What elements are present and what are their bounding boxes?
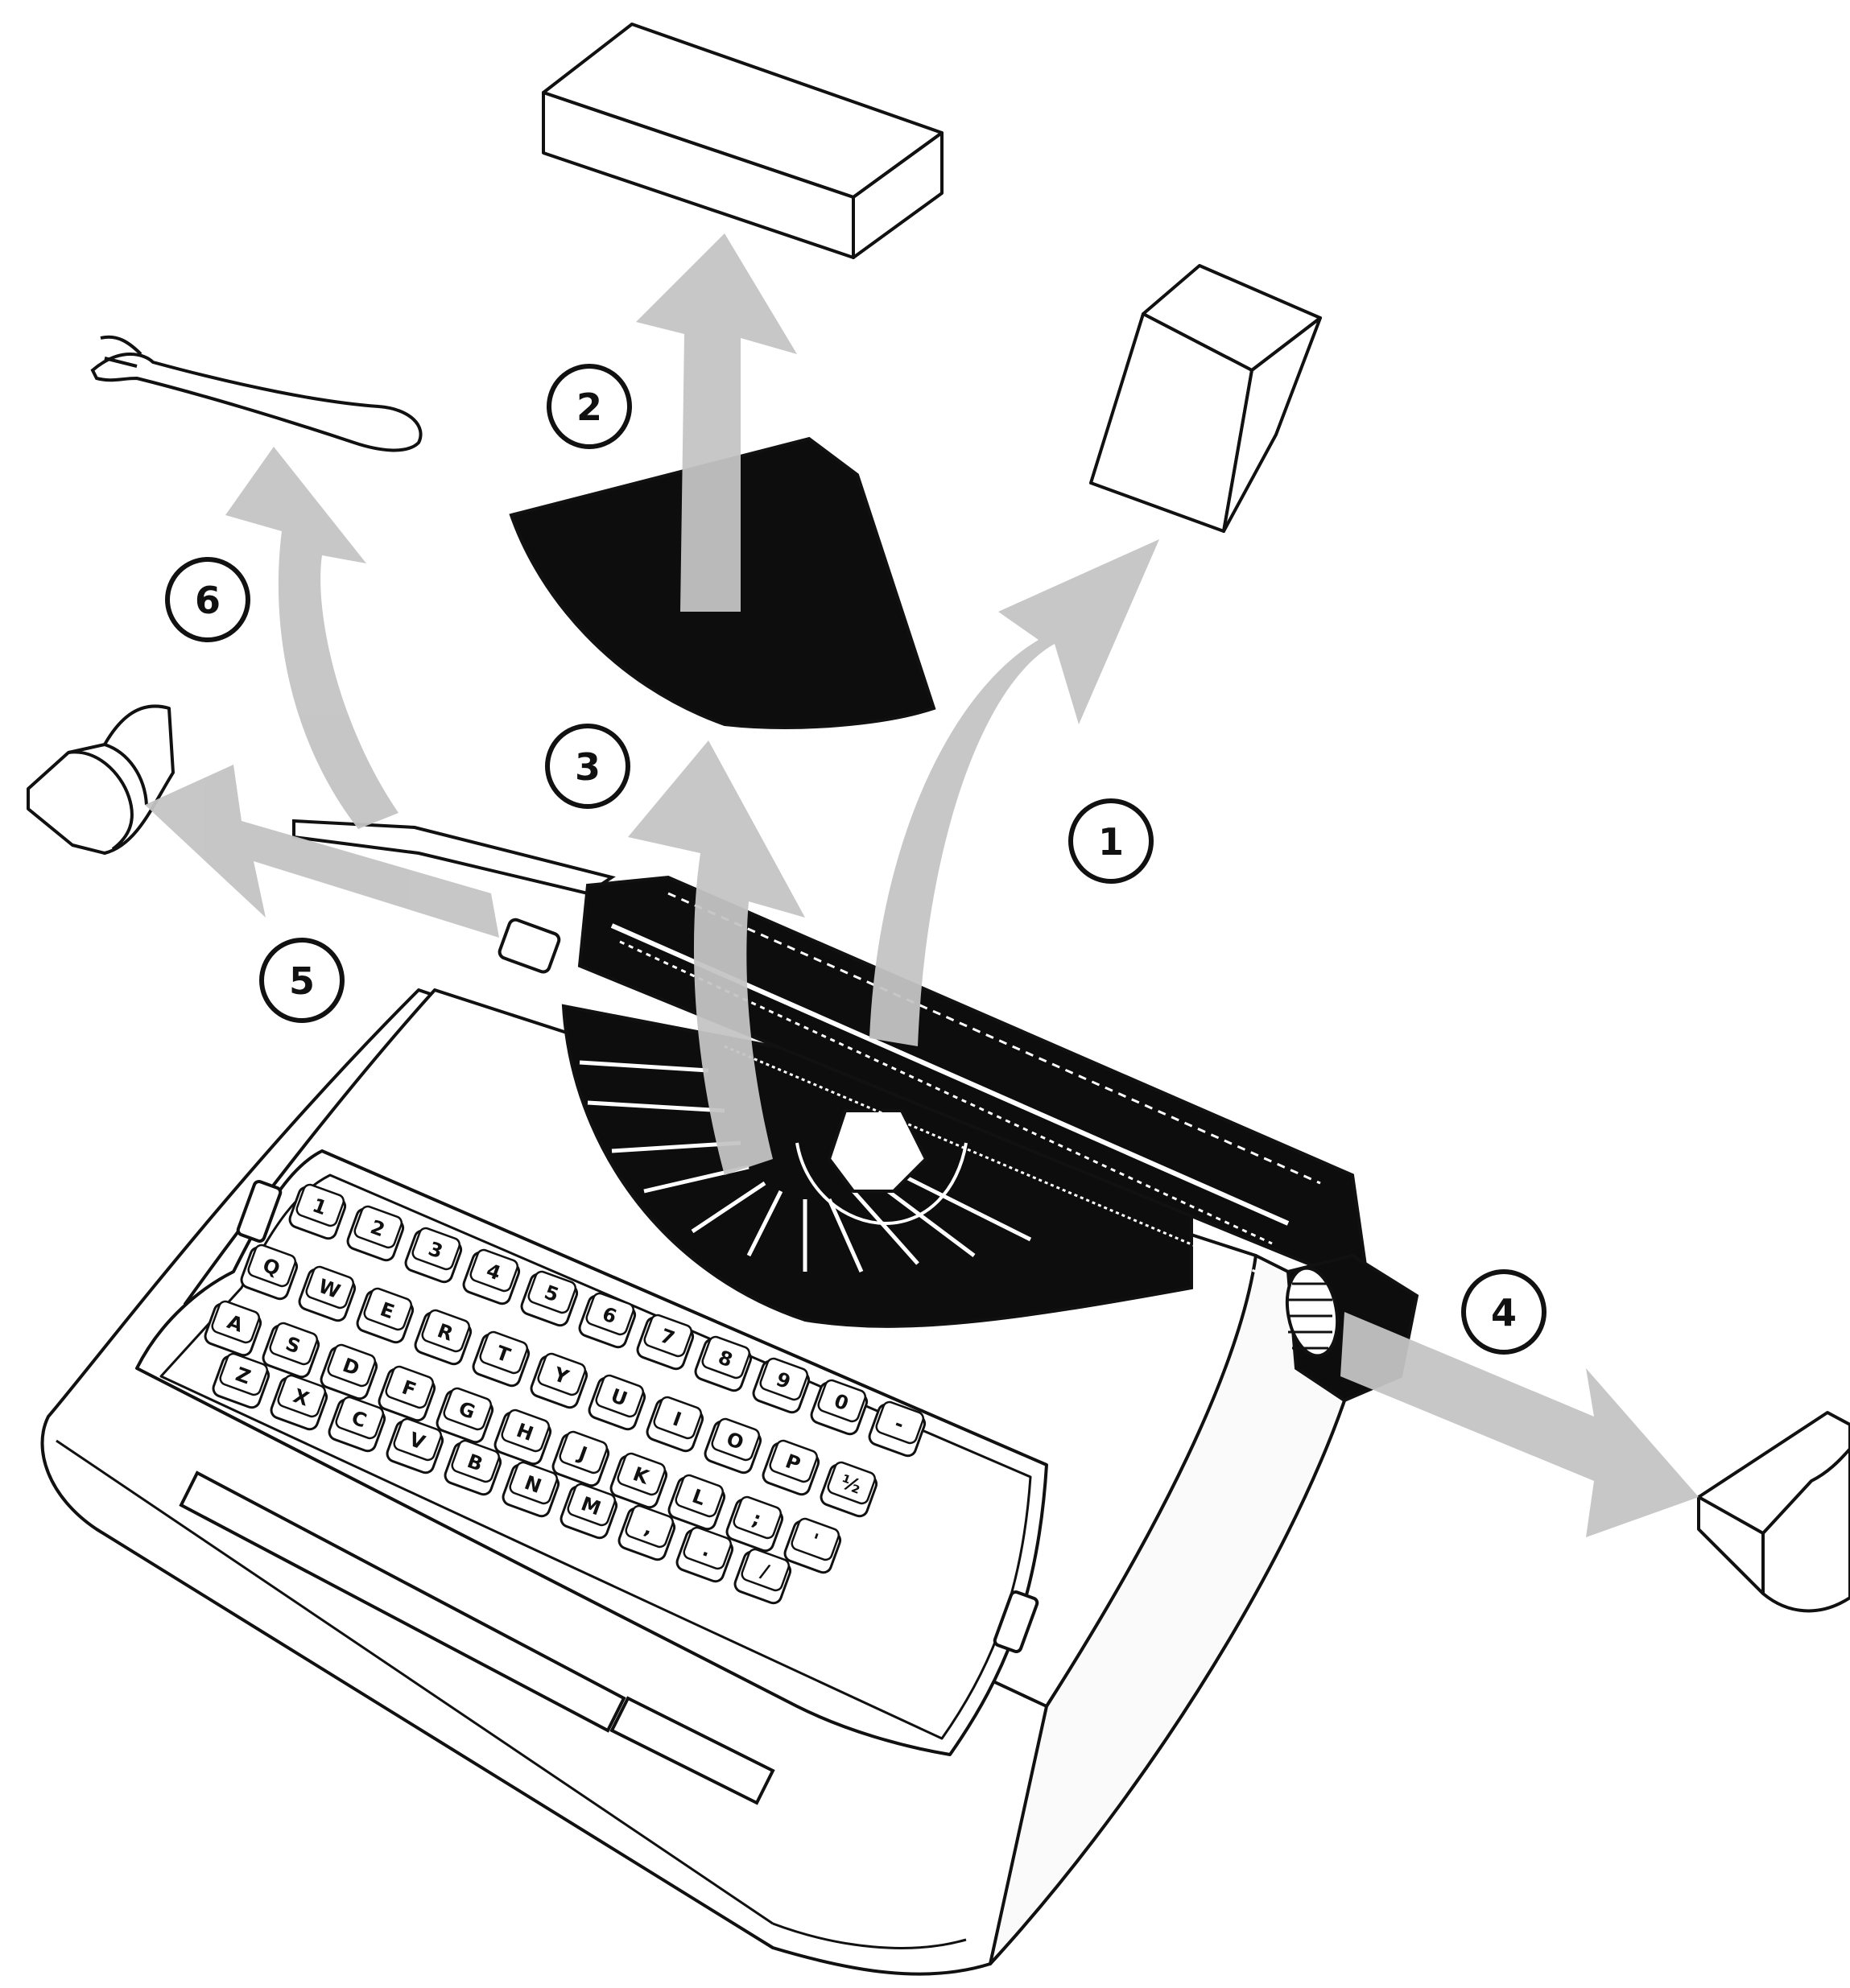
step-number-1: 1	[1098, 820, 1124, 864]
step-number-2: 2	[576, 386, 602, 429]
step-number-5: 5	[289, 959, 315, 1003]
step-badge-3: 3	[547, 726, 628, 806]
tool	[93, 337, 421, 451]
step-badge-6: 6	[167, 559, 248, 640]
step-number-6: 6	[195, 579, 221, 622]
step-badge-4: 4	[1464, 1272, 1544, 1352]
top-cover-flap	[1091, 266, 1320, 531]
right-platen-cap	[1699, 1413, 1850, 1611]
step-number-4: 4	[1491, 1291, 1517, 1334]
step-badge-2: 2	[549, 366, 630, 447]
step-badge-1: 1	[1071, 801, 1151, 881]
packing-block	[543, 24, 942, 258]
left-platen-cap	[28, 706, 173, 853]
step-badge-5: 5	[262, 940, 342, 1021]
arrow-6	[225, 447, 398, 829]
arrow-1	[869, 539, 1159, 1046]
step-number-3: 3	[575, 745, 601, 789]
